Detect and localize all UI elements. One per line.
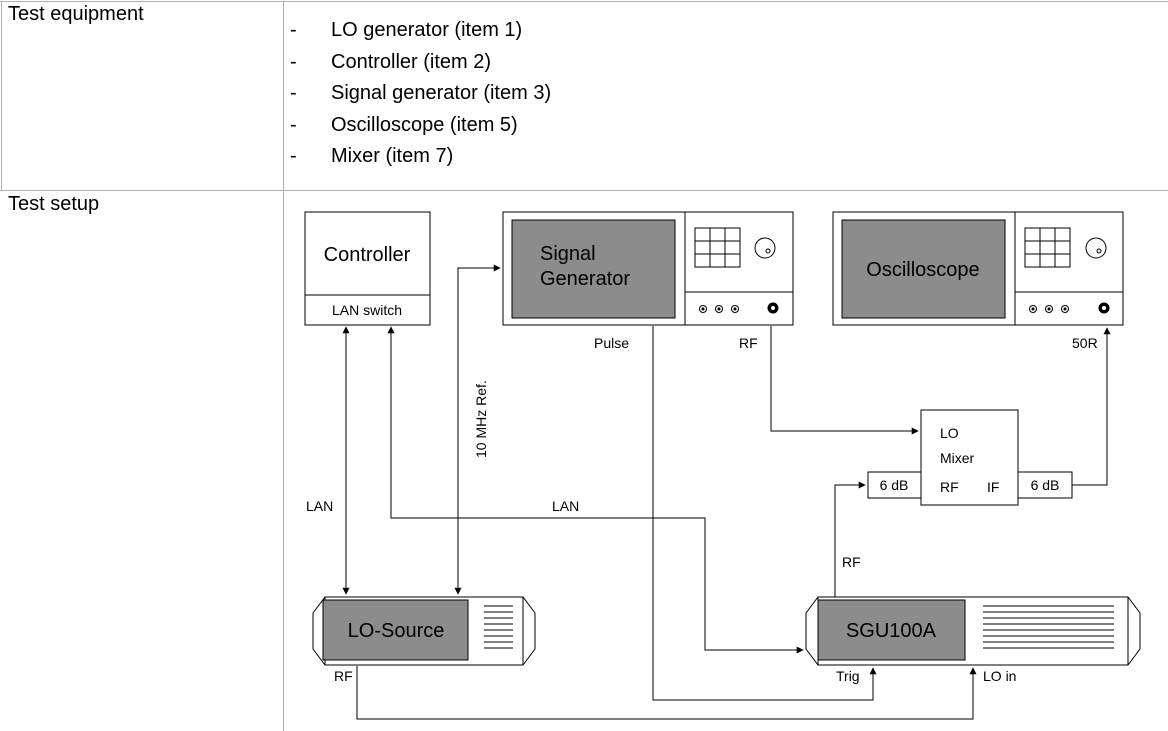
vent-icon	[983, 605, 1114, 649]
mixer-box: LO Mixer RF IF	[920, 409, 1019, 506]
pulse-port-label: Pulse	[594, 335, 629, 351]
lo-source: LO-Source RF	[312, 596, 536, 684]
mixer-title: Mixer	[940, 450, 975, 466]
pulse-link	[652, 326, 877, 701]
list-item: - Signal generator (item 3)	[290, 78, 551, 110]
equipment-item: LO generator (item 1)	[331, 19, 523, 41]
sgu100a: SGU100A Trig LO in RF	[805, 554, 1141, 684]
table-row-divider	[0, 190, 1168, 191]
port-50r-label: 50R	[1072, 335, 1098, 351]
sg-rf-to-mixer-lo	[770, 326, 919, 435]
list-item: - Controller (item 2)	[290, 47, 551, 79]
lan-link-controller-sgu	[387, 326, 804, 654]
sgu-rf-to-attenuator	[834, 481, 866, 597]
sgu100a-title: SGU100A	[846, 620, 937, 642]
signal-generator: Signal Generator Pulse RF	[502, 211, 794, 351]
signal-generator-title-line1: Signal	[540, 243, 596, 265]
equipment-item: Oscilloscope (item 5)	[331, 113, 518, 136]
trig-port-label: Trig	[836, 668, 860, 684]
list-bullet: -	[290, 145, 297, 167]
if-to-oscilloscope	[1072, 327, 1111, 486]
attenuator-right: 6 dB	[1017, 471, 1073, 499]
attenuator-left: 6 dB	[867, 471, 922, 499]
equipment-list: - LO generator (item 1) - Controller (item…	[290, 15, 551, 173]
attenuator-left-label: 6 dB	[880, 477, 909, 493]
test-equipment-label: Test equipment	[8, 3, 144, 25]
mixer-if-label: IF	[987, 479, 999, 495]
connector-icon	[699, 302, 779, 314]
test-setup-label: Test setup	[8, 193, 100, 215]
equipment-item: Signal generator (item 3)	[331, 82, 552, 104]
lan-mid-label: LAN	[552, 498, 579, 514]
knob-icon	[1085, 237, 1107, 259]
oscilloscope-title: Oscilloscope	[866, 259, 979, 281]
keypad-icon	[1024, 227, 1071, 268]
table-left-border	[1, 1, 2, 191]
ref-label: 10 MHz Ref.	[473, 380, 489, 458]
list-bullet: -	[290, 113, 297, 136]
list-bullet: -	[290, 19, 297, 41]
list-item: - Oscilloscope (item 5)	[290, 110, 551, 142]
keypad-icon	[694, 227, 741, 268]
wiring	[342, 264, 1111, 720]
list-item: - LO generator (item 1)	[290, 15, 551, 47]
signal-generator-title-line2: Generator	[540, 268, 630, 290]
lo-source-rf-to-lo-in	[356, 666, 977, 720]
lan-left-label: LAN	[306, 498, 333, 514]
sg-rf-port-label: RF	[739, 335, 758, 351]
sgu-rf-label: RF	[842, 554, 861, 570]
attenuator-right-label: 6 dB	[1031, 477, 1060, 493]
table-column-divider	[283, 1, 284, 731]
knob-icon	[754, 237, 776, 259]
mixer-lo-label: LO	[940, 425, 959, 441]
mixer-rf-label: RF	[940, 479, 959, 495]
controller-box: Controller LAN switch	[304, 211, 431, 326]
list-bullet: -	[290, 50, 297, 73]
ref-link	[454, 264, 501, 595]
list-bullet: -	[290, 82, 297, 104]
controller-title: Controller	[324, 244, 411, 266]
table-top-border	[0, 1, 1168, 2]
equipment-item: Controller (item 2)	[331, 50, 492, 73]
lo-source-title: LO-Source	[348, 620, 445, 642]
connector-icon	[1029, 302, 1110, 314]
lo-in-port-label: LO in	[983, 668, 1016, 684]
list-item: - Mixer (item 7)	[290, 141, 551, 173]
equipment-item: Mixer (item 7)	[331, 145, 454, 167]
lan-switch-label: LAN switch	[332, 302, 402, 318]
oscilloscope: Oscilloscope 50R	[832, 211, 1124, 351]
lo-source-rf-label: RF	[334, 668, 353, 684]
